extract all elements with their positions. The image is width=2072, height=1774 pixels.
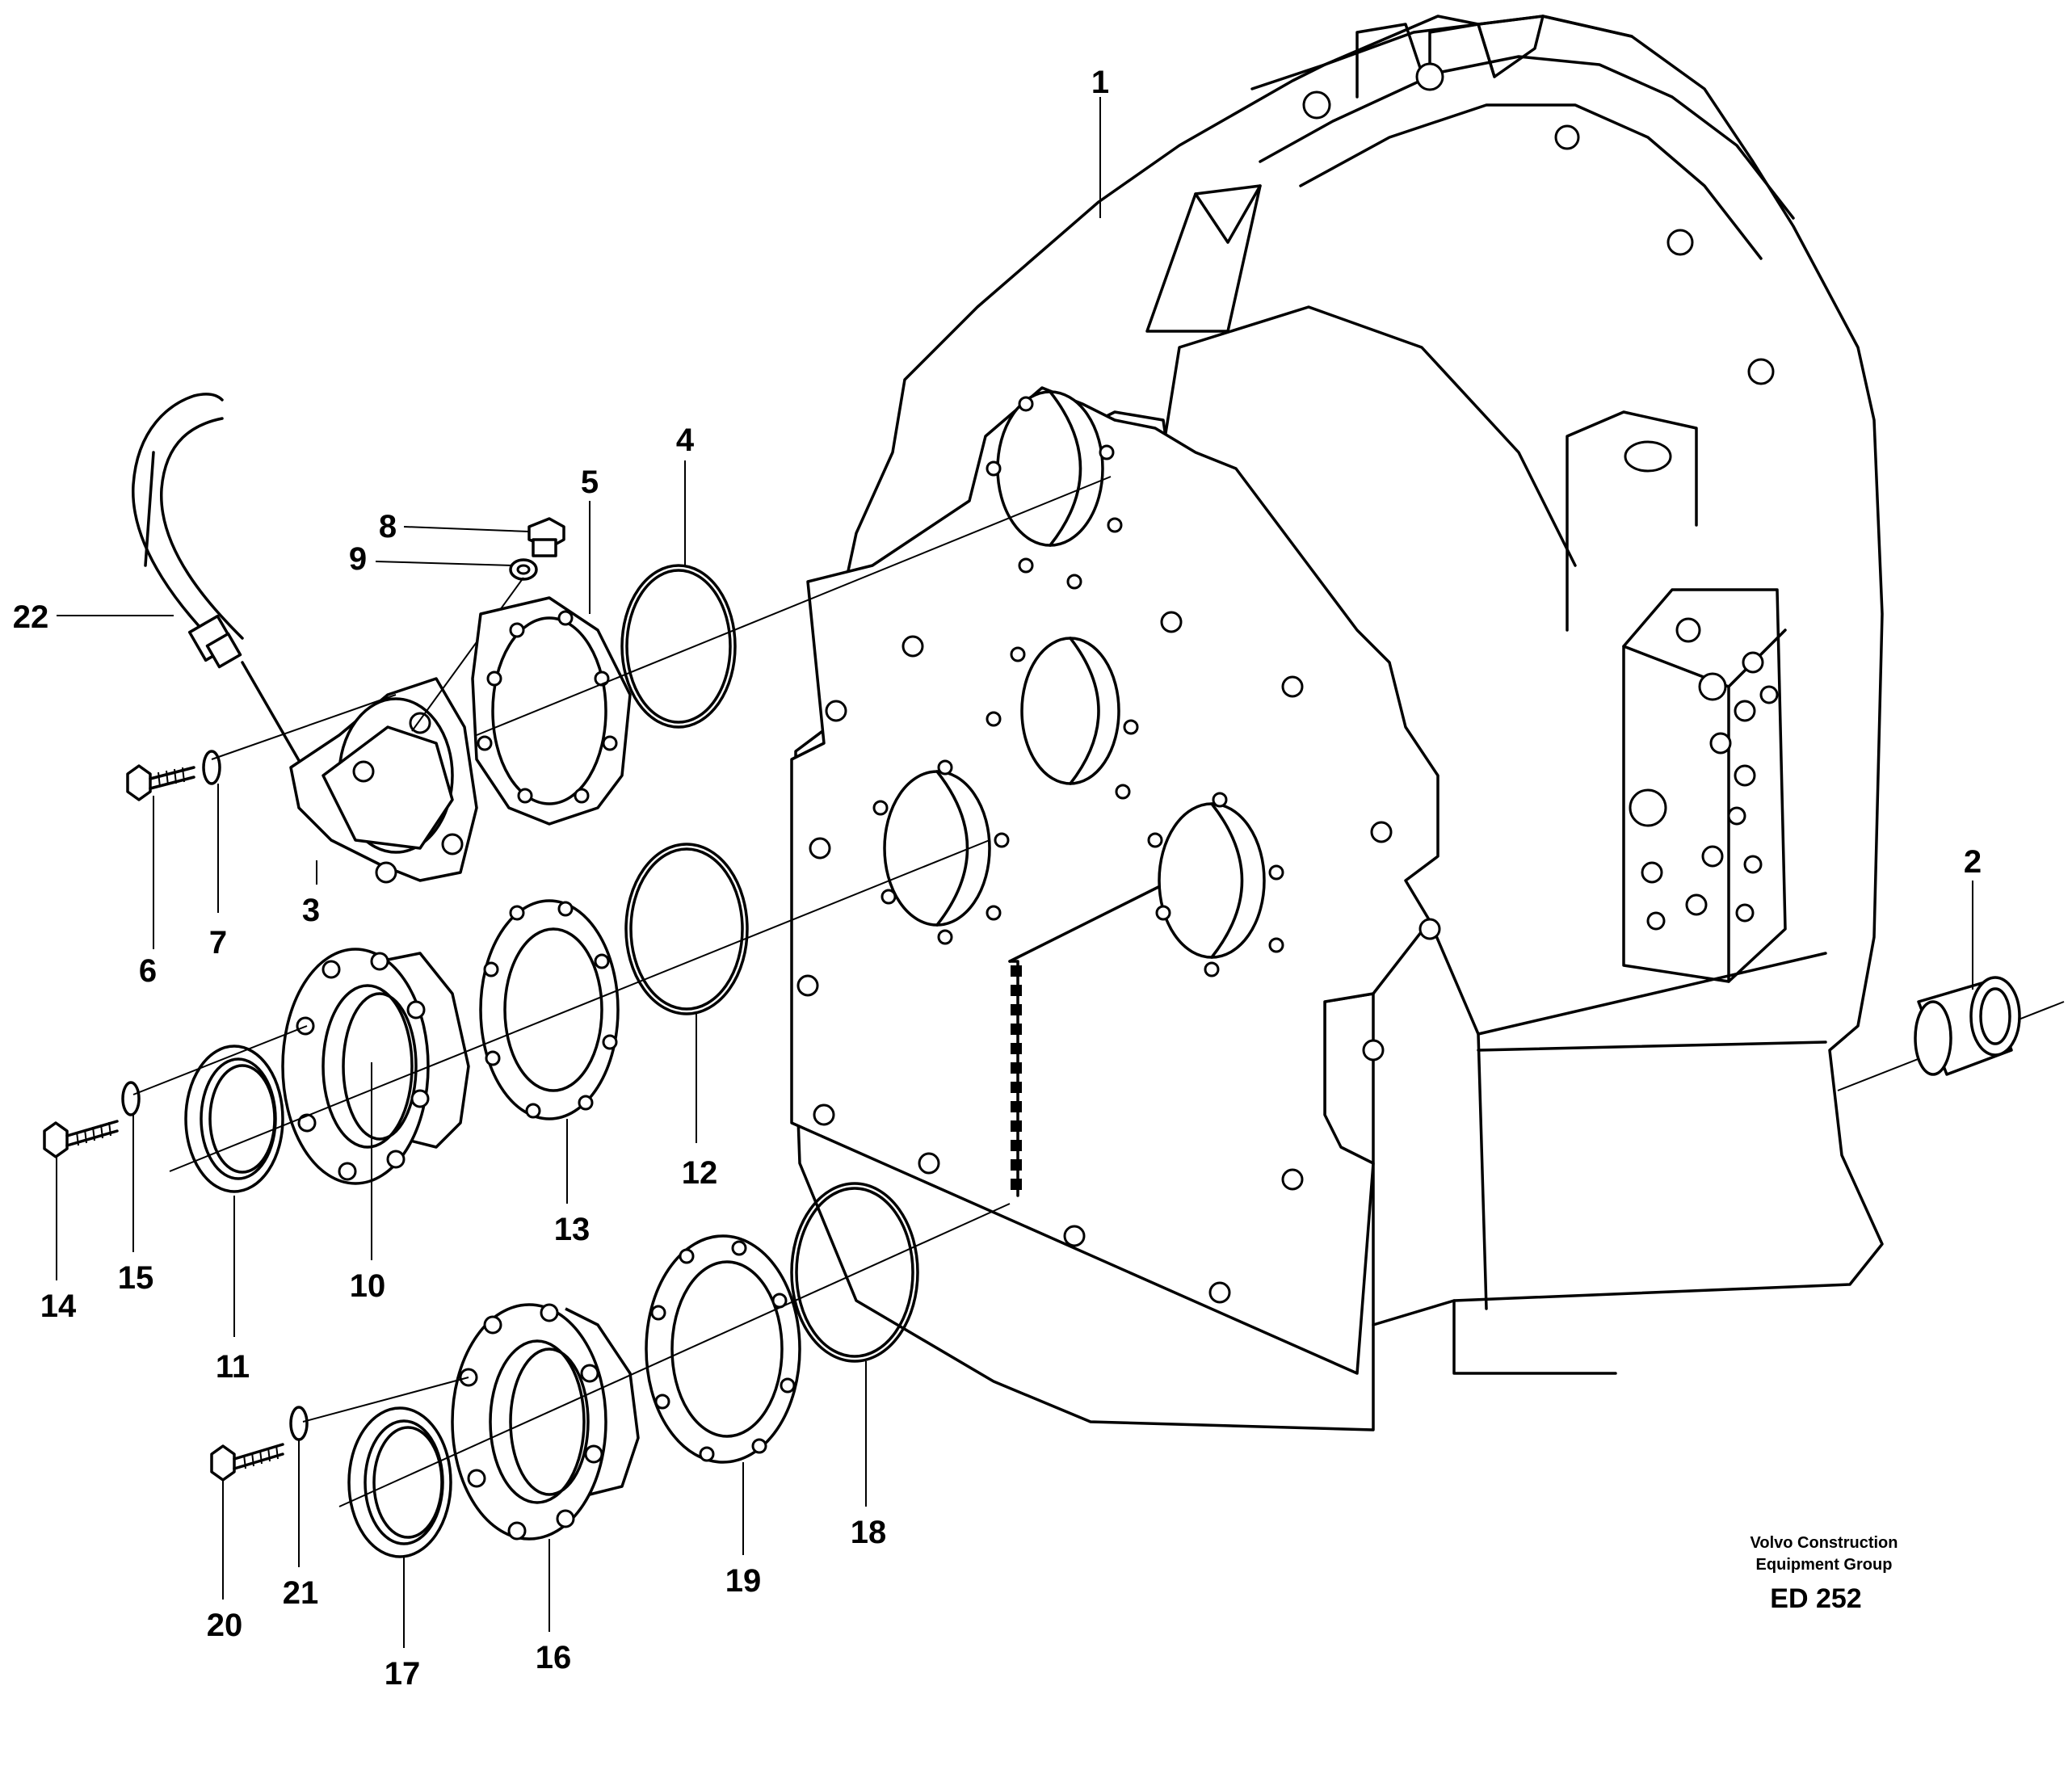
- bolt-lower: [210, 1377, 469, 1482]
- gasket-lower: [645, 1234, 801, 1464]
- bushing: [1837, 976, 2065, 1091]
- o-ring-upper: [620, 564, 737, 729]
- flange-middle: [281, 948, 470, 1185]
- label-15: 15: [118, 1260, 154, 1296]
- label-1: 1: [1091, 65, 1109, 100]
- axis-line-lower: [338, 1203, 1011, 1507]
- bolt-middle: [43, 1025, 308, 1158]
- gasket-middle: [479, 899, 620, 1120]
- seal-lower: [347, 1406, 452, 1558]
- credit-block: Volvo Construction Equipment Group ED 25…: [1750, 1534, 1898, 1614]
- o-ring-middle: [624, 843, 749, 1015]
- label-13: 13: [554, 1212, 590, 1247]
- label-7: 7: [209, 925, 227, 961]
- gasket-upper: [471, 596, 632, 826]
- leader-lines: [56, 97, 1973, 1648]
- o-ring-lower-inner: [795, 1187, 914, 1358]
- axis-line-upper: [476, 476, 1112, 736]
- label-16: 16: [536, 1640, 572, 1675]
- o-ring-middle-inner: [629, 847, 744, 1011]
- credit-line-1: Volvo Construction: [1750, 1534, 1898, 1552]
- label-21: 21: [283, 1575, 319, 1611]
- flange-lower: [451, 1303, 640, 1541]
- label-19: 19: [725, 1563, 762, 1599]
- axis-line-middle: [169, 839, 990, 1172]
- label-6: 6: [139, 953, 157, 989]
- label-2: 2: [1964, 844, 1982, 880]
- o-ring-lower: [790, 1182, 919, 1363]
- label-8: 8: [379, 509, 397, 544]
- label-9: 9: [349, 541, 367, 577]
- label-3: 3: [302, 893, 320, 928]
- plug-and-washer: [411, 517, 565, 732]
- breather-flange: [289, 677, 478, 884]
- label-17: 17: [385, 1656, 421, 1692]
- label-22: 22: [13, 599, 49, 635]
- o-ring-upper-inner: [625, 569, 732, 724]
- bolt-upper: [126, 694, 397, 801]
- part-labels: 1 2 3 4 5 6 7 8 9 10 11 12 13 14 15 16 1…: [13, 65, 1982, 1692]
- label-11: 11: [216, 1349, 250, 1385]
- credit-line-2: Equipment Group: [1756, 1556, 1893, 1574]
- label-12: 12: [682, 1155, 718, 1191]
- label-4: 4: [676, 422, 695, 458]
- figure-code: ED 252: [1770, 1583, 1861, 1614]
- label-14: 14: [40, 1288, 77, 1324]
- label-20: 20: [207, 1608, 243, 1643]
- transmission-housing: [790, 15, 1884, 1431]
- hose-assembly: [132, 393, 305, 769]
- label-5: 5: [581, 465, 599, 500]
- label-18: 18: [851, 1515, 887, 1550]
- label-10: 10: [350, 1268, 386, 1304]
